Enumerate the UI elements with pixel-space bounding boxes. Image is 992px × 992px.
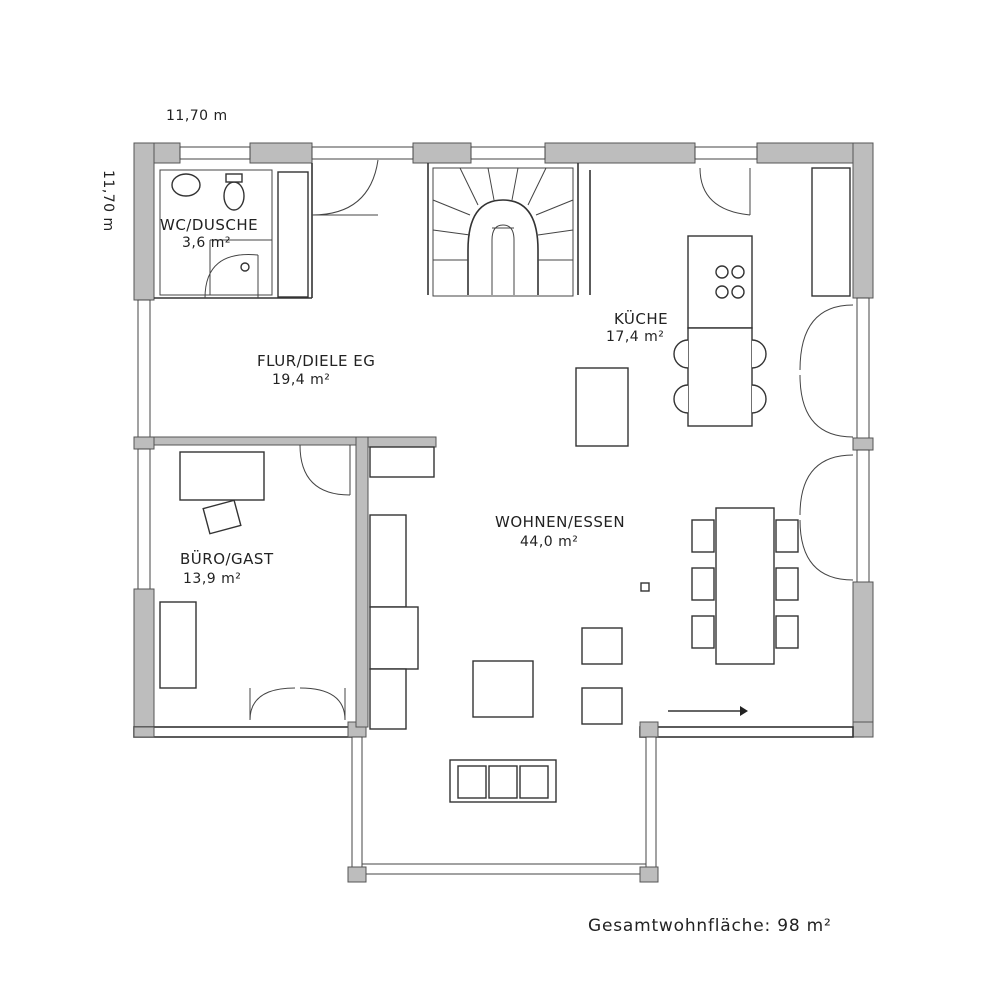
bathroom-fixtures [159,169,273,296]
living-furniture [369,446,799,803]
room-area-flur: 19,4 m² [272,372,331,388]
room-name-buero: BÜRO/GAST [180,550,274,568]
room-name-kueche: KÜCHE [614,310,669,328]
kitchen-furniture [575,167,851,447]
room-area-wohnen: 44,0 m² [520,534,579,550]
room-area-buero: 13,9 m² [183,571,242,587]
room-area-wc: 3,6 m² [182,235,231,251]
office-furniture [159,451,265,689]
exterior-walls [133,142,874,883]
total-living-area: Gesamtwohnfläche: 98 m² [588,916,832,936]
width-dimension-label: 11,70 m [166,108,228,124]
height-dimension-label: 11,70 m [100,170,116,232]
room-name-wohnen: WOHNEN/ESSEN [495,513,626,531]
staircase [432,167,574,297]
room-area-kueche: 17,4 m² [606,329,665,345]
doors [204,159,854,721]
room-name-wc: WC/DUSCHE [160,216,259,234]
interior-walls [153,163,591,728]
room-name-flur: FLUR/DIELE EG [257,352,376,370]
